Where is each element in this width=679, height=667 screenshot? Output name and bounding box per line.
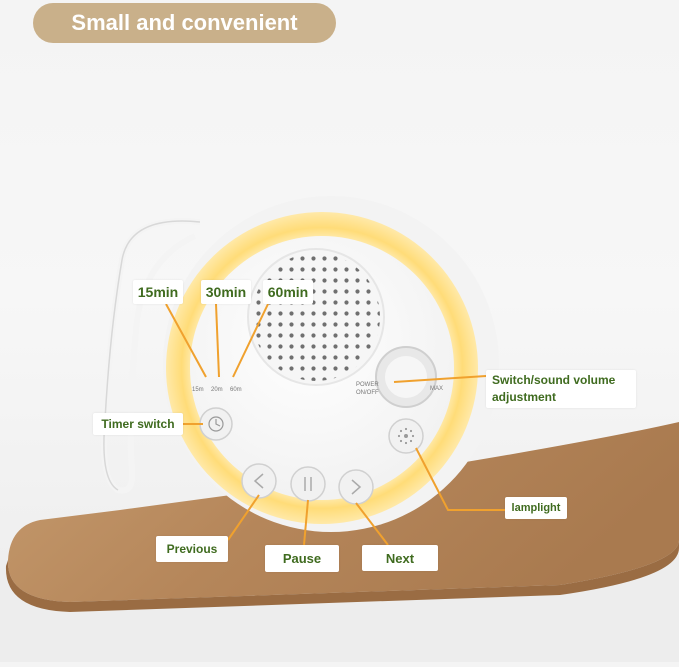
next-button[interactable]	[338, 469, 374, 505]
label-60min: 60min	[263, 280, 313, 304]
label-switch-line1: Switch/sound volume	[492, 373, 616, 387]
label-pause: Pause	[265, 545, 339, 572]
shelf-edge	[5, 540, 679, 612]
label-next: Next	[362, 545, 438, 571]
power-label-1: POWER	[356, 382, 379, 388]
clock-icon	[208, 416, 224, 432]
sun-icon	[397, 427, 415, 445]
label-switch-volume: Switch/sound volume adjustment	[486, 370, 636, 408]
timer-mark-20: 20m	[211, 387, 223, 393]
max-label: MAX	[430, 386, 443, 392]
label-lamplight: lamplight	[505, 497, 567, 519]
pointer-lines	[165, 303, 505, 546]
lanyard-shade	[103, 220, 201, 491]
volume-knob-inner	[385, 356, 427, 398]
pause-button[interactable]	[290, 466, 326, 502]
timer-mark-60: 60m	[230, 387, 242, 393]
label-previous: Previous	[156, 536, 228, 562]
clock-hands	[215, 419, 221, 427]
next-icon	[351, 479, 362, 495]
label-30min: 30min	[201, 280, 251, 304]
timer-mark-15: 15m	[192, 387, 204, 393]
label-switch-line2: adjustment	[492, 390, 557, 404]
page-title: Small and convenient	[33, 3, 336, 43]
previous-button[interactable]	[241, 463, 277, 499]
previous-icon	[253, 473, 264, 489]
pause-icon	[304, 477, 312, 491]
label-timer-switch: Timer switch	[93, 413, 183, 435]
grille-holes	[252, 253, 380, 381]
label-15min: 15min	[133, 280, 183, 304]
power-label-2: ON/OFF	[356, 390, 379, 396]
